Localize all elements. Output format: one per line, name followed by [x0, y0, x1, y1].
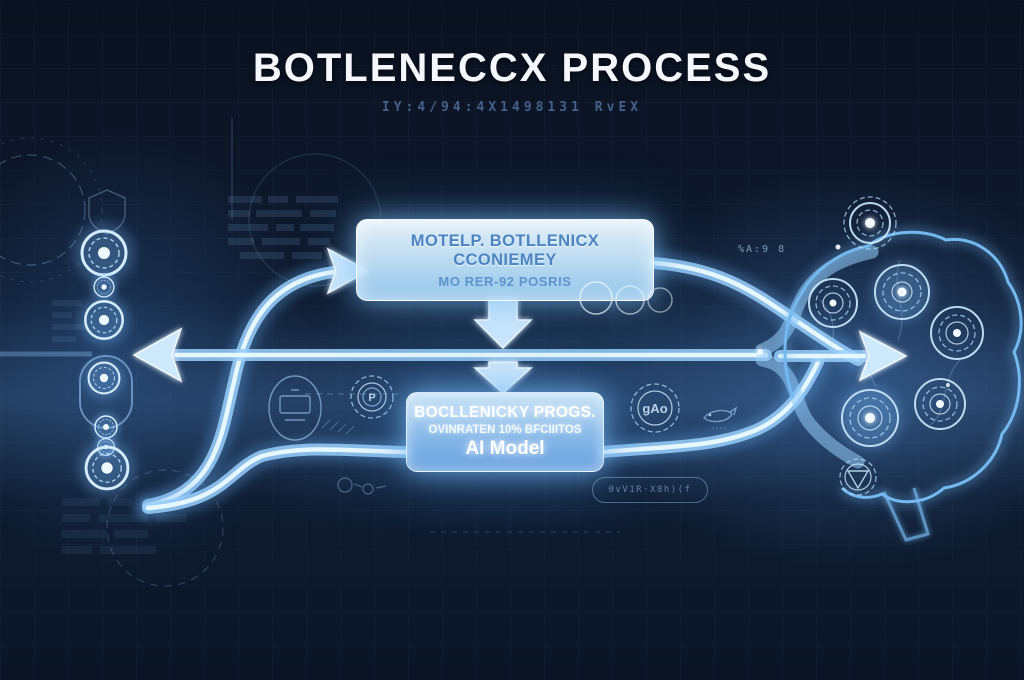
- emblem-p-icon: P: [350, 375, 394, 419]
- mid-row-icons: P gAo: [268, 375, 738, 495]
- brain-node-dial: [872, 262, 932, 322]
- down-arrow-1: [473, 297, 533, 350]
- fish-sketch-icon: [703, 406, 738, 429]
- down-arrow-2: [473, 361, 533, 395]
- edge-main-line: [132, 327, 766, 383]
- triangle-emblem-icon: [839, 458, 877, 496]
- title-code-line: IY:4/94:4X1498131 RvEX: [381, 100, 643, 115]
- code-pill: 0vV1R·X8h)(f: [592, 477, 708, 503]
- brain-node-dial: [838, 386, 902, 450]
- doodle-circles: [337, 477, 387, 495]
- bottom-box-line2: OVINRATEN 10% BFCIIITOS: [428, 424, 582, 436]
- brain-node-dial: [808, 278, 858, 328]
- top-process-box: MOTELP. BOTLLENICX CCONIEMEY MO RER-92 P…: [356, 219, 654, 301]
- hatch-marks: [321, 419, 355, 435]
- corner-arc-decoration: [0, 154, 86, 266]
- chain-node: [91, 412, 121, 442]
- arrowhead-left: [132, 327, 183, 383]
- page-title: BOTLENECCX PROCESS: [252, 46, 772, 90]
- data-block-grid: [228, 196, 338, 259]
- overlapping-rings-decoration: [579, 281, 673, 315]
- bottom-box-line3: AI Model: [465, 438, 545, 459]
- emblem-gao-icon: gAo: [630, 383, 680, 433]
- svg-text:P: P: [368, 392, 375, 404]
- brain-node-dial: [914, 378, 966, 430]
- flow-bands: [132, 245, 908, 508]
- brain-stem: [882, 487, 930, 542]
- glyph-row-text: %A:9 8: [738, 244, 786, 255]
- svg-text:gAo: gAo: [642, 401, 667, 416]
- chain-node: [78, 294, 130, 346]
- chain-node: [83, 357, 125, 399]
- brain-node-dial: [930, 306, 984, 360]
- top-box-line1: MOTELP. BOTLLENICX CCONIEMEY: [410, 231, 600, 269]
- data-block-grid: [52, 300, 88, 342]
- edge-to-top-box: [148, 247, 370, 505]
- top-box-line2: MO RER-92 POSRIS: [438, 273, 572, 289]
- edge-into-brain: [780, 330, 908, 382]
- arrowhead-into-top-box: [326, 247, 370, 295]
- brain-illustration: [757, 196, 1024, 542]
- brain-outline: [783, 230, 1023, 504]
- ai-model-box: BOCLLENICKY PROGS. OVINRATEN 10% BFCIIIT…: [406, 392, 604, 472]
- brain-node-dial: [843, 196, 897, 250]
- bottom-arc-decoration: [106, 469, 224, 587]
- monitor-icon: [268, 375, 322, 441]
- bottom-box-line1: BOCLLENICKY PROGS.: [414, 404, 596, 421]
- chain-node: [78, 439, 136, 497]
- arrowhead-right: [858, 330, 908, 382]
- left-node-column: [74, 189, 136, 497]
